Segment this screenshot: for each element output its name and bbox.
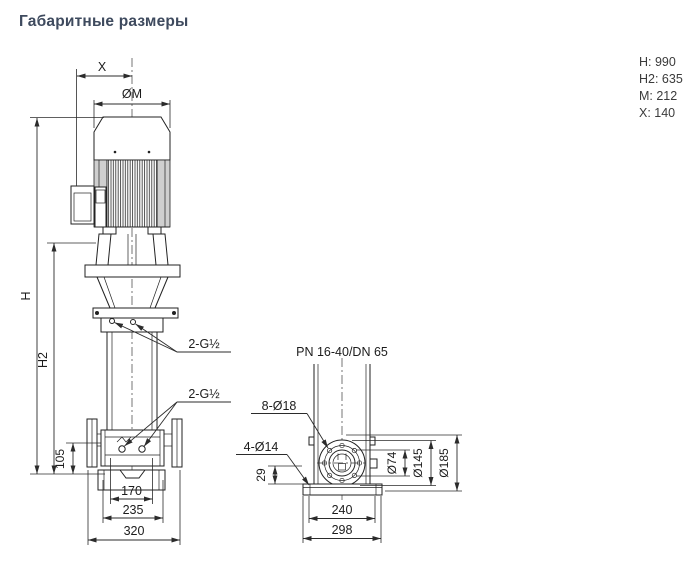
shaft-key bbox=[338, 463, 346, 471]
ports-label-bottom: 2-G½ bbox=[188, 387, 220, 401]
pump-column bbox=[106, 332, 158, 430]
head-bolt bbox=[95, 311, 99, 315]
coupling-guard bbox=[152, 233, 169, 266]
legend-item-m: M: 212 bbox=[639, 89, 678, 103]
dim-label-145: Ø145 bbox=[411, 448, 425, 478]
head-bolt bbox=[172, 311, 176, 315]
motor-side-band bbox=[156, 159, 171, 228]
dim-label-235: 235 bbox=[123, 503, 144, 517]
terminal-box bbox=[70, 185, 95, 225]
motor-dome bbox=[93, 116, 171, 161]
gauge-boss bbox=[369, 458, 378, 469]
pump-head-flange bbox=[92, 307, 179, 319]
dim-170: 170 bbox=[110, 458, 153, 504]
dim-298: 298 bbox=[302, 496, 382, 543]
dim-om: ØM bbox=[93, 87, 171, 128]
callout-ports-top: 2-G½ bbox=[114, 322, 231, 353]
dim-label-h: H bbox=[19, 291, 33, 300]
callout-base-holes: 4-Ø14 bbox=[236, 440, 310, 486]
callout-ports-bottom: 2-G½ bbox=[124, 387, 231, 447]
motor-dome-bolt bbox=[113, 150, 117, 154]
flange-face bbox=[317, 439, 367, 487]
legend-item-x: X: 140 bbox=[639, 106, 676, 120]
base-port bbox=[118, 445, 126, 453]
coupling-guard bbox=[95, 233, 112, 266]
motor-dome-bolt bbox=[147, 150, 151, 154]
dim-235: 235 bbox=[102, 480, 164, 523]
flange-holes-label: 8-Ø18 bbox=[262, 399, 297, 413]
dim-320: 320 bbox=[87, 470, 181, 545]
dim-74: Ø74 bbox=[356, 449, 410, 477]
page-title: Габаритные размеры bbox=[19, 13, 189, 30]
motor bbox=[70, 116, 171, 235]
motor-foot bbox=[102, 226, 117, 235]
callout-flange-holes: 8-Ø18 bbox=[251, 399, 329, 449]
pump-head-body bbox=[100, 317, 164, 333]
head-port bbox=[109, 318, 115, 324]
dim-185: Ø185 bbox=[346, 434, 462, 492]
dim-label-240: 240 bbox=[332, 503, 353, 517]
pedestal-notch bbox=[119, 469, 146, 479]
dim-240: 240 bbox=[308, 496, 376, 523]
motor-stool-plate bbox=[84, 264, 181, 278]
base-port bbox=[138, 445, 146, 453]
coupling-section bbox=[84, 233, 181, 278]
base-holes-label: 4-Ø14 bbox=[244, 440, 279, 454]
motor-fins bbox=[106, 159, 158, 228]
motor-foot bbox=[147, 226, 162, 235]
dim-label-298: 298 bbox=[332, 523, 353, 537]
dim-label-74: Ø74 bbox=[385, 451, 399, 474]
terminal-box-channel bbox=[94, 186, 107, 228]
dim-label-om: ØM bbox=[122, 87, 142, 101]
dim-label-h2: H2 bbox=[36, 352, 50, 368]
dim-label-170: 170 bbox=[121, 484, 142, 498]
ports-label-top: 2-G½ bbox=[188, 337, 220, 351]
dim-label-x: X bbox=[98, 60, 107, 74]
legend-item-h2: H2: 635 bbox=[639, 72, 683, 86]
base-chamber bbox=[100, 429, 165, 467]
dim-label-105: 105 bbox=[53, 449, 67, 469]
legend-item-h: H: 990 bbox=[639, 55, 676, 69]
dim-h2: H2 bbox=[36, 242, 96, 474]
head-port bbox=[130, 319, 136, 325]
left-view: X ØM H H2 bbox=[19, 58, 231, 545]
dim-x: X bbox=[76, 60, 132, 186]
dim-h: H bbox=[19, 117, 105, 475]
bolt-holes bbox=[321, 442, 363, 484]
dim-145: Ø145 bbox=[352, 440, 436, 486]
dim-29: 29 bbox=[254, 465, 303, 485]
flange-spec-label: PN 16-40/DN 65 bbox=[296, 345, 388, 359]
dim-label-320: 320 bbox=[124, 524, 145, 538]
motor-stool bbox=[96, 276, 169, 309]
right-view: PN 16-40/DN 65 bbox=[236, 345, 462, 543]
dim-105: 105 bbox=[53, 442, 101, 474]
pump-head bbox=[92, 307, 179, 333]
dim-label-29: 29 bbox=[254, 468, 268, 482]
pump-base bbox=[86, 418, 183, 491]
dim-label-185: Ø185 bbox=[437, 448, 451, 478]
right-column bbox=[308, 364, 378, 484]
pedestal bbox=[97, 469, 166, 491]
dimension-legend: H: 990 H2: 635 M: 212 X: 140 bbox=[639, 54, 683, 122]
